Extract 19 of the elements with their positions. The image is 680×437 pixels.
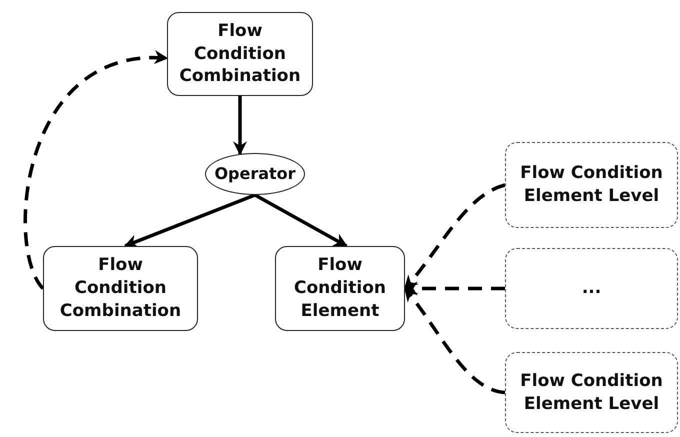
process-box [275,246,405,331]
node-label: Flow Condition Element [293,254,387,323]
arrow [124,193,256,248]
dashed-arrow [24,52,168,290]
dashed-box [505,248,678,329]
node-label: Flow Condition Combination [58,254,182,323]
dashed-arrow [404,287,506,394]
node-label: ... [582,277,602,300]
dashed-box [505,142,678,228]
arrow [233,96,247,156]
process-box [43,246,198,331]
process-box [167,12,313,96]
dashed-box [505,352,678,433]
node-label: Flow Condition Element Level [519,370,664,416]
node-label: Flow Condition Combination [178,20,302,88]
node-label: Operator [214,163,296,185]
arrow [254,193,348,248]
dashed-arrow [404,183,506,290]
node-label: Flow Condition Element Level [519,162,664,208]
